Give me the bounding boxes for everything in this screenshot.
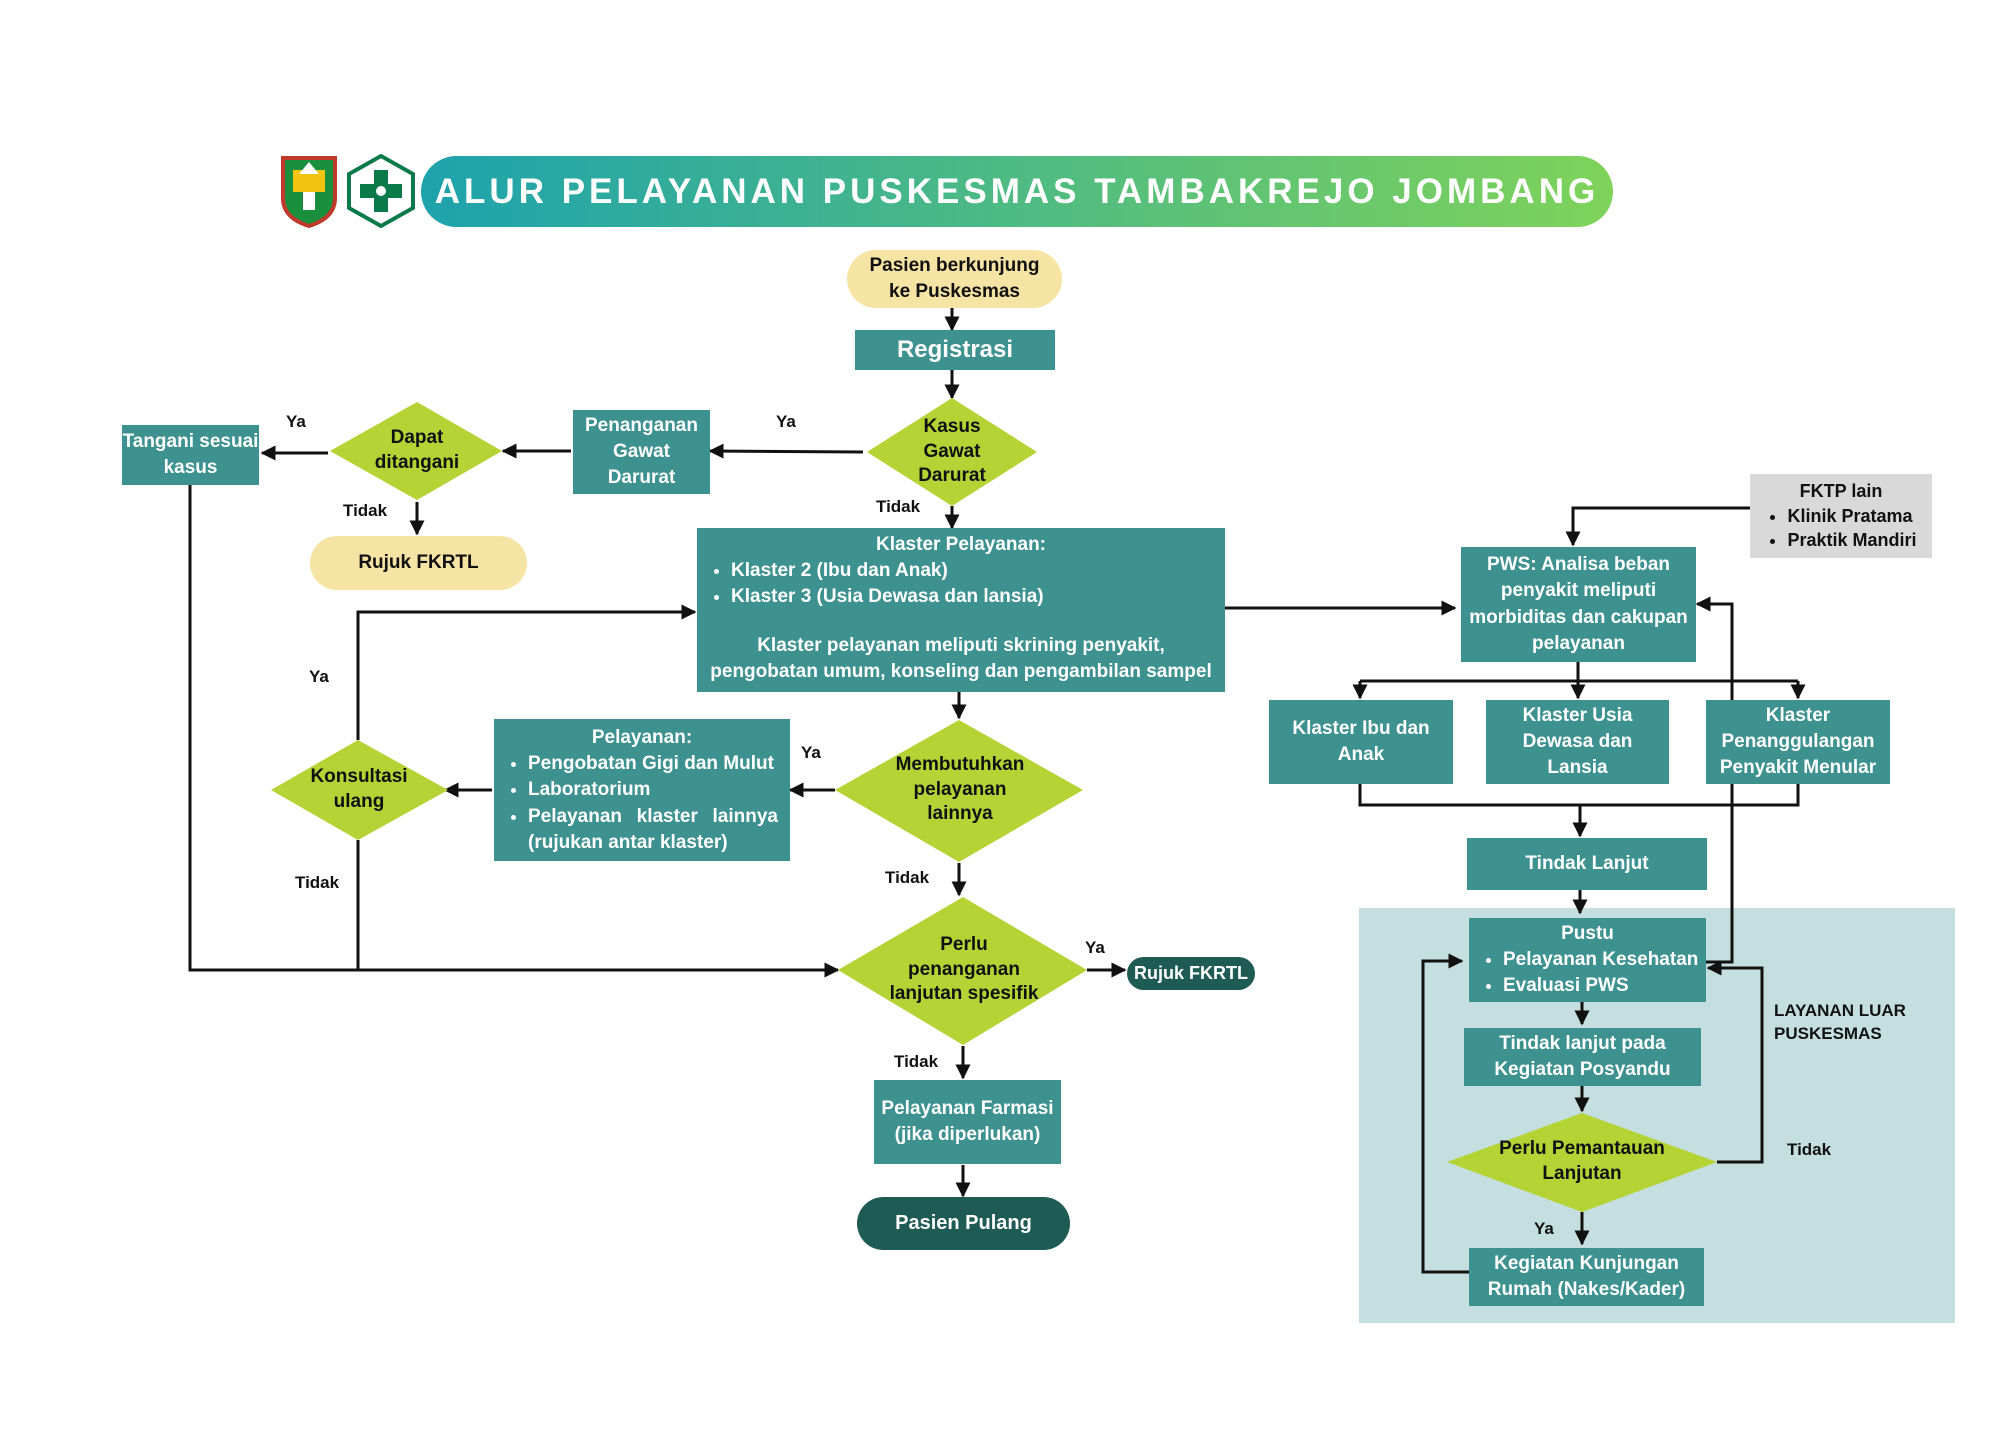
- rujuk-fkrtl-right-node: Rujuk FKRTL: [1127, 957, 1255, 990]
- penanganan-gawat-node: Penanganan Gawat Darurat: [573, 410, 710, 494]
- diamond-perlu-penanganan: [838, 897, 1087, 1045]
- kunjungan-label: Kegiatan Kunjungan Rumah (Nakes/Kader): [1487, 1252, 1686, 1300]
- penanganan-gawat-label: Penanganan Gawat Darurat: [585, 414, 698, 489]
- pemantauan-text: Perlu Pemantauan Lanjutan: [1492, 1136, 1672, 1188]
- title-banner: ALUR PELAYANAN PUSKESMAS TAMBAKREJO JOMB…: [421, 156, 1613, 227]
- fktp-title: FKTP lain: [1799, 480, 1883, 501]
- tindak-lanjut-label: Tindak Lanjut: [1525, 852, 1649, 874]
- label-tidak-dapat: Tidak: [343, 501, 388, 520]
- posyandu-node: Tindak lanjut pada Kegiatan Posyandu: [1464, 1028, 1701, 1086]
- rujuk-fkrtl-left-node: Rujuk FKRTL: [310, 536, 527, 590]
- pws-label: PWS: Analisa beban penyakit meliputi mor…: [1469, 554, 1688, 654]
- fktp-list: Klinik Pratama Praktik Mandiri: [1765, 504, 1916, 554]
- pustu-title: Pustu: [1561, 922, 1614, 944]
- pustu-node: Pustu Pelayanan Kesehatan Evaluasi PWS: [1469, 918, 1706, 1002]
- membutuhkan-text: Membutuhkan pelayanan lainnya: [880, 750, 1040, 830]
- registrasi-label: Registrasi: [896, 336, 1014, 364]
- kasus-gawat-label: Kasus Gawat Darurat: [918, 415, 986, 487]
- pelayanan-title: Pelayanan:: [591, 727, 693, 748]
- dapat-ditangani-text: Dapat ditangani: [355, 425, 479, 477]
- klaster-ibu-node: Klaster Ibu dan Anak: [1269, 700, 1453, 784]
- klaster-ibu-label: Klaster Ibu dan Anak: [1292, 717, 1430, 765]
- membutuhkan-label: Membutuhkan pelayanan lainnya: [895, 753, 1025, 825]
- fktp-item: Praktik Mandiri: [1787, 528, 1916, 553]
- pelayanan-item: Laboratorium: [528, 777, 778, 803]
- farmasi-node: Pelayanan Farmasi (jika diperlukan): [874, 1080, 1061, 1164]
- perlu-penanganan-text: Perlu penanganan lanjutan spesifik: [878, 930, 1050, 1010]
- label-tidak-kasus: Tidak: [876, 497, 921, 516]
- pelayanan-item: Pengobatan Gigi dan Mulut: [528, 751, 778, 777]
- klaster-pelayanan-node: Klaster Pelayanan: Klaster 2 (Ibu dan An…: [697, 528, 1225, 692]
- pelayanan-item: Pelayanan klaster lainnya (rujukan antar…: [528, 804, 778, 856]
- kunjungan-node: Kegiatan Kunjungan Rumah (Nakes/Kader): [1469, 1248, 1704, 1306]
- diamond-konsultasi: [271, 740, 448, 840]
- pustu-list: Pelayanan Kesehatan Evaluasi PWS: [1469, 947, 1698, 999]
- arrow-kunjungan-pustu: [1421, 953, 1469, 1274]
- pustu-item: Evaluasi PWS: [1503, 973, 1698, 999]
- pelayanan-node: Pelayanan: Pengobatan Gigi dan Mulut Lab…: [494, 719, 790, 861]
- logo-puskesmas: [347, 153, 415, 229]
- konsultasi-label: Konsultasi ulang: [310, 766, 408, 812]
- pustu-item: Pelayanan Kesehatan: [1503, 947, 1698, 973]
- klaster-pelayanan-item: Klaster 3 (Usia Dewasa dan lansia): [731, 584, 1044, 610]
- label-ya-dapat: Ya: [286, 412, 306, 431]
- klaster-pelayanan-item: Klaster 2 (Ibu dan Anak): [731, 558, 1044, 584]
- posyandu-label: Tindak lanjut pada Kegiatan Posyandu: [1494, 1032, 1671, 1080]
- diamond-kasus-gawat: [867, 398, 1037, 506]
- layanan-luar-label: LAYANAN LUAR PUSKESMAS: [1774, 1001, 1906, 1043]
- page-title: ALUR PELAYANAN PUSKESMAS TAMBAKREJO JOMB…: [434, 171, 1600, 211]
- pasien-pulang-label: Pasien Pulang: [895, 1211, 1032, 1234]
- klaster-pelayanan-desc: Klaster pelayanan meliputi skrining peny…: [710, 634, 1212, 682]
- label-tidak-pemantauan: Tidak: [1787, 1140, 1832, 1159]
- dapat-ditangani-label: Dapat ditangani: [374, 427, 460, 473]
- start-node: Pasien berkunjung ke Puskesmas: [847, 250, 1062, 308]
- rujuk-fkrtl-right-label: Rujuk FKRTL: [1134, 963, 1248, 984]
- arrow-pemantauan-pustu: [1706, 960, 1764, 1164]
- tangani-label: Tangani sesuai kasus: [122, 430, 259, 478]
- klaster-menular-node: Klaster Penanggulangan Penyakit Menular: [1706, 700, 1890, 784]
- konsultasi-text: Konsultasi ulang: [293, 764, 425, 816]
- klaster-pelayanan-list: Klaster 2 (Ibu dan Anak) Klaster 3 (Usia…: [697, 558, 1044, 610]
- klaster-menular-label: Klaster Penanggulangan Penyakit Menular: [1719, 704, 1877, 779]
- arrow-kasus-penanganan: [708, 443, 864, 459]
- label-tidak-membutuhkan: Tidak: [885, 868, 930, 887]
- start-label: Pasien berkunjung ke Puskesmas: [869, 254, 1040, 302]
- farmasi-label: Pelayanan Farmasi (jika diperlukan): [881, 1097, 1054, 1145]
- diamond-dapat-ditangani: [330, 402, 502, 500]
- label-ya-pemantauan: Ya: [1534, 1219, 1554, 1238]
- pemantauan-label: Perlu Pemantauan Lanjutan: [1499, 1138, 1665, 1184]
- tindak-lanjut-node: Tindak Lanjut: [1467, 838, 1707, 890]
- pasien-pulang-node: Pasien Pulang: [857, 1197, 1070, 1250]
- pws-node: PWS: Analisa beban penyakit meliputi mor…: [1461, 547, 1696, 662]
- rujuk-fkrtl-left-label: Rujuk FKRTL: [358, 551, 479, 573]
- label-ya-membutuhkan: Ya: [801, 743, 821, 762]
- regency-crest-icon: [281, 156, 337, 229]
- arrow-konsultasi-klaster: [356, 604, 697, 740]
- klaster-usia-node: Klaster Usia Dewasa dan Lansia: [1486, 700, 1669, 784]
- label-ya-perlu: Ya: [1085, 938, 1105, 957]
- klaster-pelayanan-title: Klaster Pelayanan:: [875, 534, 1047, 555]
- puskesmas-cross-icon: [347, 153, 415, 229]
- registrasi-node: Registrasi: [855, 330, 1055, 370]
- fktp-lain-node: FKTP lain Klinik Pratama Praktik Mandiri: [1750, 474, 1932, 558]
- label-tidak-perlu: Tidak: [894, 1052, 939, 1071]
- diamond-pemantauan: [1447, 1113, 1717, 1212]
- klaster-usia-label: Klaster Usia Dewasa dan Lansia: [1522, 704, 1633, 779]
- fktp-item: Klinik Pratama: [1787, 504, 1916, 529]
- diamond-membutuhkan: [835, 720, 1083, 862]
- perlu-penanganan-label: Perlu penanganan lanjutan spesifik: [889, 933, 1039, 1005]
- pelayanan-list: Pengobatan Gigi dan Mulut Laboratorium P…: [494, 751, 778, 856]
- logo-regency-crest: [279, 154, 339, 229]
- label-tidak-konsultasi: Tidak: [295, 873, 340, 892]
- connector-tangani-down: [188, 483, 360, 972]
- label-ya-kasus: Ya: [776, 412, 796, 431]
- kasus-gawat-text: Kasus Gawat Darurat: [897, 415, 1007, 487]
- tangani-node: Tangani sesuai kasus: [122, 425, 259, 485]
- label-ya-konsultasi: Ya: [309, 667, 329, 686]
- arrow-fktp-pws: [1565, 506, 1750, 547]
